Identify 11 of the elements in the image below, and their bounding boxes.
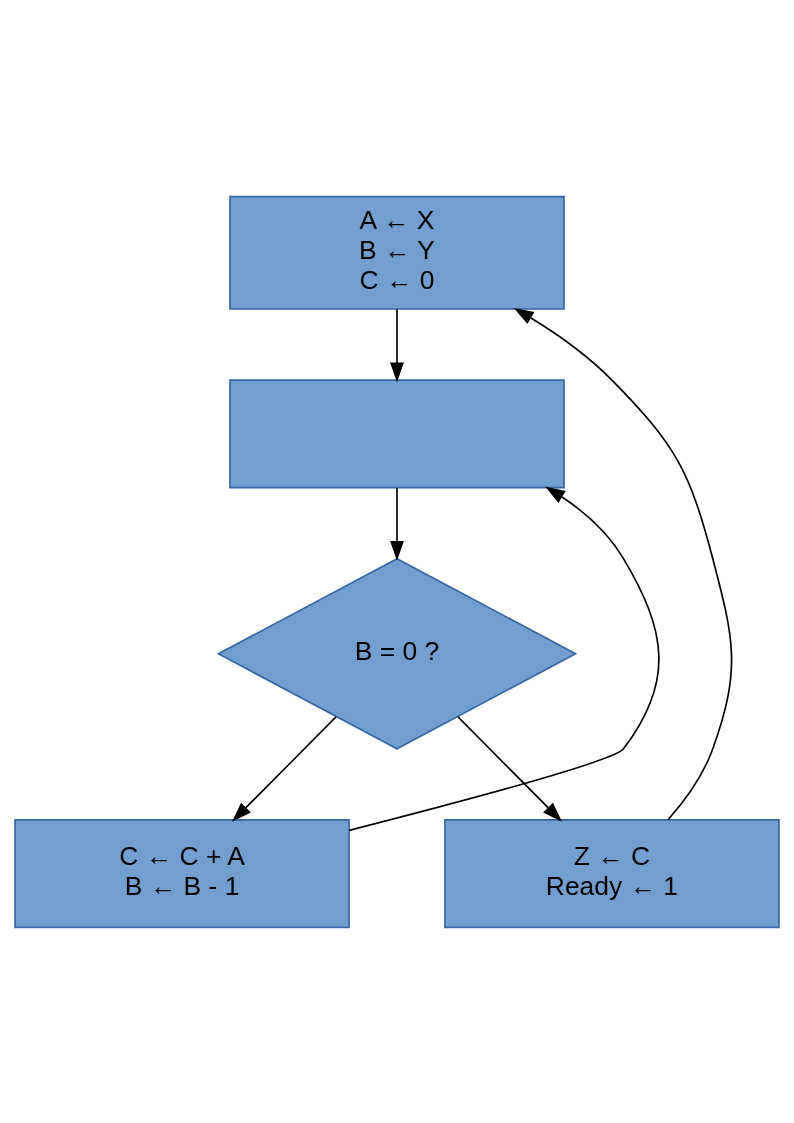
node-box: Z ← C Ready ← 1 (444, 818, 780, 928)
arrow (390, 307, 404, 382)
arrow (232, 715, 337, 822)
node-box: A ← X B ← Y C ← 0 (229, 195, 565, 310)
node-diamond: B = 0 ? (216, 557, 578, 750)
arrow (348, 486, 660, 831)
node-box: C ← C + A B ← B - 1 (14, 818, 350, 928)
arrow (457, 715, 562, 822)
arrow (390, 486, 404, 561)
node-box (229, 378, 565, 488)
arrow (513, 307, 733, 820)
